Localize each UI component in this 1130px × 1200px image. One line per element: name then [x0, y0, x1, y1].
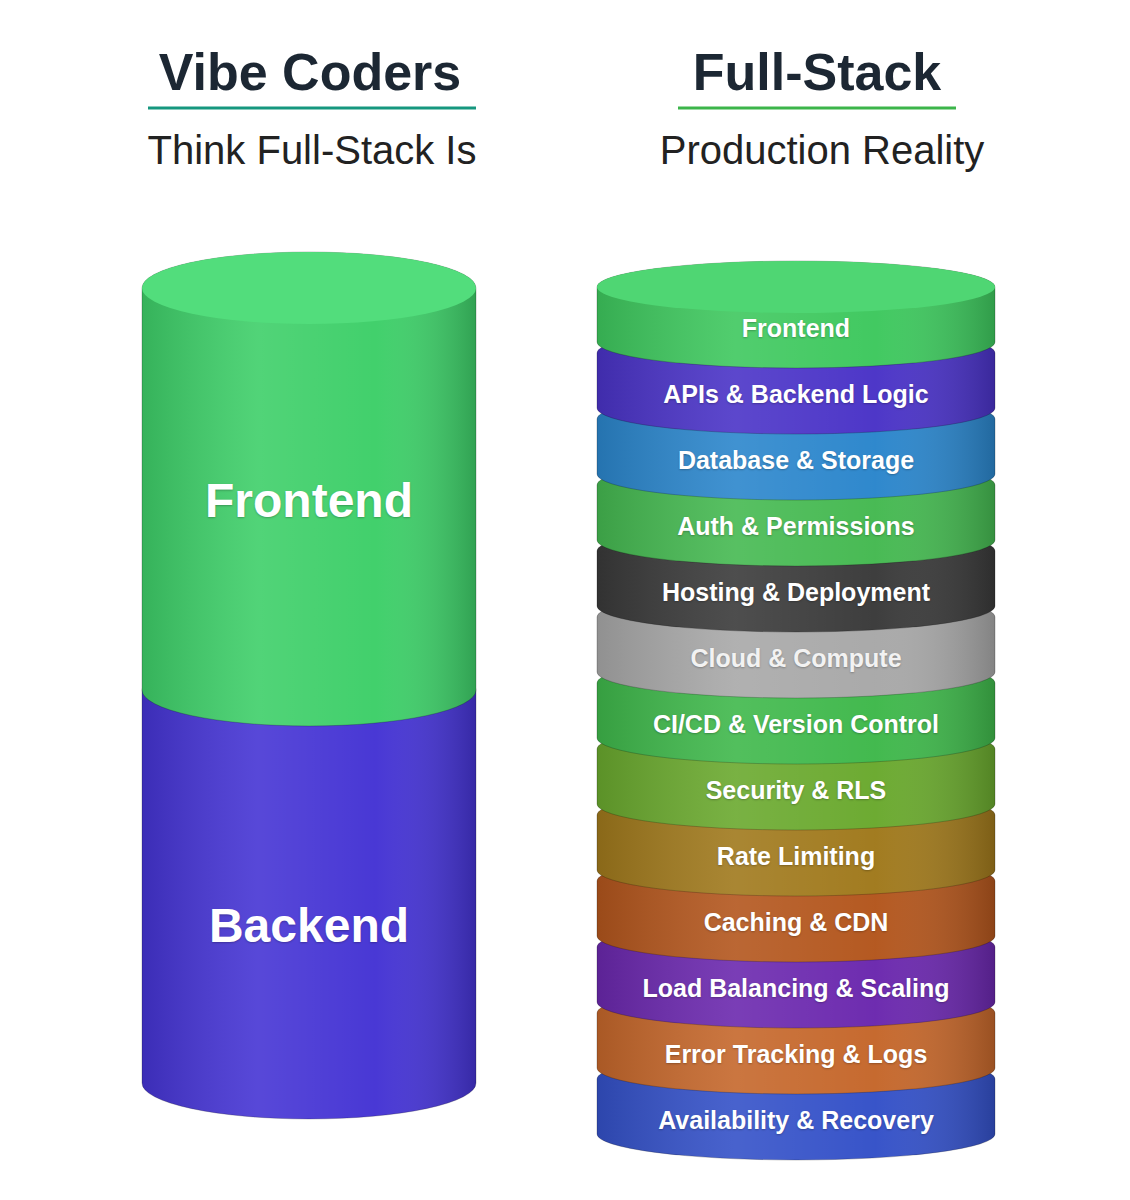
stack-disc: Frontend [597, 261, 995, 368]
layer-label: Error Tracking & Logs [597, 1040, 995, 1069]
layer-label: Backend [142, 898, 476, 953]
cylinder-body [597, 261, 995, 368]
cylinder-shading [597, 261, 995, 368]
cylinder-body [142, 654, 476, 1119]
column-subheading: Think Full-Stack Is [148, 128, 477, 173]
layer-label: Frontend [142, 473, 476, 528]
cylinder-shading [597, 591, 995, 698]
cylinder-shading [142, 654, 476, 1119]
cylinder-body [597, 987, 995, 1094]
cylinder-body [597, 657, 995, 764]
cylinder-shading [597, 921, 995, 1028]
cylinder-shading [597, 1053, 995, 1160]
cylinder-body [597, 591, 995, 698]
layer-label: Availability & Recovery [597, 1106, 995, 1135]
layer-label: Rate Limiting [597, 842, 995, 871]
layer-label: Caching & CDN [597, 908, 995, 937]
column-heading: Full-Stack [693, 42, 942, 102]
cylinder-shading [597, 855, 995, 962]
layer-label: Auth & Permissions [597, 512, 995, 541]
cylinder-shading [597, 327, 995, 434]
cylinder-body [597, 789, 995, 896]
cylinder-body [597, 855, 995, 962]
cylinder-shading [597, 723, 995, 830]
layer-label: Database & Storage [597, 446, 995, 475]
layer-label: Cloud & Compute [597, 644, 995, 673]
layer-label: CI/CD & Version Control [597, 710, 995, 739]
cylinder-body [142, 252, 476, 726]
heading-underline [678, 107, 956, 110]
stack-cylinder: Frontend [142, 252, 476, 726]
cylinder-body [597, 525, 995, 632]
cylinder-shading [597, 987, 995, 1094]
cylinder-body [597, 723, 995, 830]
cylinder-shading [597, 525, 995, 632]
column-subheading: Production Reality [660, 128, 985, 173]
cylinder-body [597, 921, 995, 1028]
layer-label: Security & RLS [597, 776, 995, 805]
heading-underline [148, 107, 476, 110]
cylinder-body [597, 327, 995, 434]
cylinder-body [597, 459, 995, 566]
layer-label: Load Balancing & Scaling [597, 974, 995, 1003]
cylinder-top [142, 252, 476, 324]
cylinder-shading [597, 657, 995, 764]
cylinder-body [597, 1053, 995, 1160]
column-heading: Vibe Coders [159, 42, 461, 102]
layer-label: Frontend [597, 314, 995, 343]
cylinder-shading [142, 252, 476, 726]
layer-label: Hosting & Deployment [597, 578, 995, 607]
cylinder-body [597, 393, 995, 500]
layer-label: APIs & Backend Logic [597, 380, 995, 409]
cylinder-shading [597, 789, 995, 896]
cylinder-shading [597, 393, 995, 500]
cylinder-top [597, 261, 995, 313]
cylinder-shading [597, 459, 995, 566]
